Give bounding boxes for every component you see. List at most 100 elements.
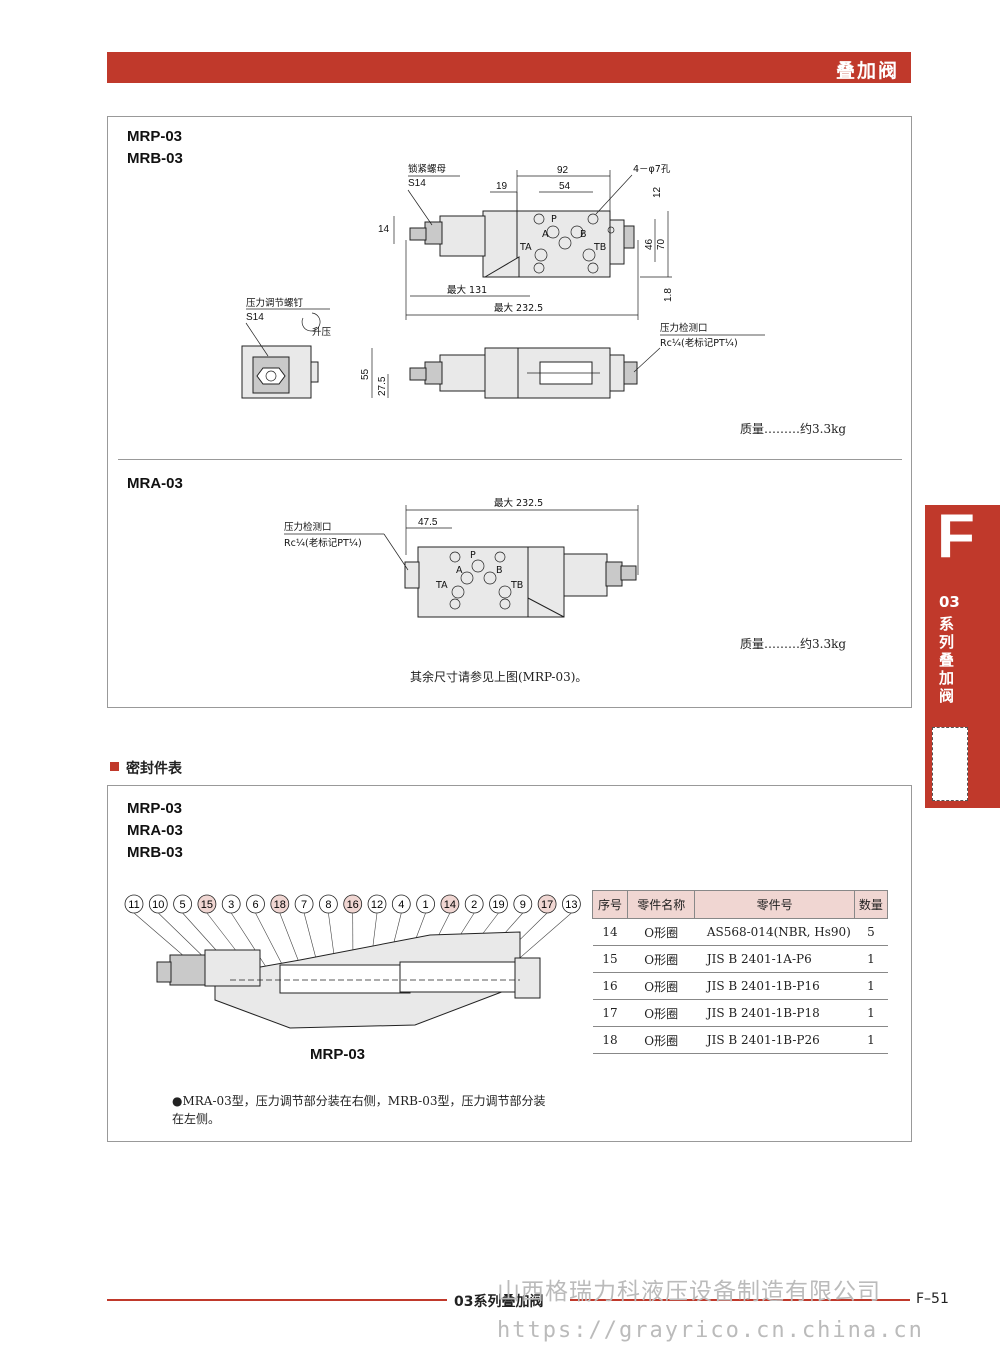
port-label: B: [496, 565, 503, 576]
callout-number: 12: [371, 899, 383, 911]
model-label: MRA-03: [127, 822, 183, 839]
assembly-note: ●MRA-03型，压力调节部分装在右侧，MRB-03型，压力调节部分装在左侧。: [172, 1094, 546, 1126]
gauge-port-label: 压力检测口: [660, 322, 708, 334]
mass-note: 质量………约3.3kg: [740, 637, 847, 651]
divider: [118, 459, 902, 460]
section-letter: F: [937, 502, 975, 571]
callout-number: 1: [423, 899, 429, 911]
dim-14: 14: [378, 224, 390, 235]
model-label: MRP-03: [127, 800, 183, 817]
gauge-port-label: 压力检测口: [284, 521, 332, 533]
dim-max232: 最大 232.5: [494, 302, 543, 314]
drawing-caption: MRP-03: [310, 1046, 366, 1063]
mrp-03-drawing: A B P TA TB 92 54 19 4－φ7孔 锁紧螺母 S14 14 7…: [241, 163, 765, 399]
valve-plan-view: [409, 347, 638, 399]
callout-leader: [255, 912, 286, 971]
footer-line-right: [570, 1299, 910, 1301]
callout-number: 16: [347, 899, 359, 911]
series-number: 03: [939, 593, 960, 611]
watermark-company: 山西格瑞力科液压设备制造有限公司: [497, 1279, 881, 1305]
valve-side-view: [241, 345, 319, 399]
callout-number: 19: [492, 899, 504, 911]
dim-46: 46: [644, 238, 655, 250]
dim-19: 19: [496, 181, 508, 192]
col-header: 零件名称: [627, 890, 696, 919]
page-number: F–51: [916, 1291, 949, 1307]
valve-section: [156, 931, 541, 1029]
callout-leader: [230, 912, 269, 971]
dim-54: 54: [559, 181, 571, 192]
model-label: MRP-03: [127, 128, 183, 145]
callout-number: 3: [228, 899, 234, 911]
mra-03-drawing: 最大 232.5 47.5 A B P TA TB 压力检测口 Rc¼(老标记P…: [284, 497, 639, 618]
port-label: TB: [593, 242, 606, 253]
rc-label: Rc¼(老标记PT¼): [284, 537, 362, 549]
col-header: 序号: [591, 890, 629, 919]
callout-number: 6: [252, 899, 258, 911]
lock-nut-label: 锁紧螺母: [408, 163, 446, 175]
port-label: TA: [519, 242, 532, 253]
port-label: A: [542, 229, 549, 240]
dim-47-5: 47.5: [418, 517, 438, 528]
col-header: 数量: [853, 890, 889, 919]
valve-front-view: [409, 210, 635, 278]
dim-1-8: 1.8: [663, 288, 674, 302]
callout-number: 10: [152, 899, 164, 911]
callout-number: 14: [444, 899, 456, 911]
watermark-url: https://grayrico.cn.china.cn: [497, 1318, 924, 1343]
callout-number: 17: [541, 899, 553, 911]
dim-s14-side: S14: [246, 312, 264, 323]
callout-number: 2: [471, 899, 477, 911]
dim-55: 55: [360, 368, 371, 380]
model-label: MRB-03: [127, 844, 183, 861]
port-label: P: [470, 550, 476, 561]
mass-note: 质量………约3.3kg: [740, 422, 847, 436]
seal-drawing: 11 10 5 15 3 6 18 7 8 16 12 4 1 14 2 19 9 17 13: [124, 894, 581, 1029]
port-label: TA: [435, 580, 448, 591]
bullet-square: [110, 762, 119, 771]
series-label: 系列叠加阀: [939, 615, 955, 705]
port-label: B: [580, 229, 587, 240]
dim-92: 92: [557, 165, 569, 176]
seal-heading: 密封件表: [126, 761, 182, 777]
callout-number: 7: [301, 899, 307, 911]
dim-70: 70: [656, 238, 667, 250]
callout-number: 9: [520, 899, 526, 911]
model-label: MRB-03: [127, 150, 183, 167]
callout-number: 18: [274, 899, 286, 911]
raise-label: 升压: [312, 327, 332, 338]
port-label: A: [456, 565, 463, 576]
dim-max232: 最大 232.5: [494, 497, 543, 509]
callout-number: 13: [565, 899, 577, 911]
adj-screw-label: 压力调节螺钉: [246, 297, 304, 309]
tab-marker: [932, 727, 968, 801]
footer-title: 03系列叠加阀: [454, 1294, 544, 1310]
dim-12: 12: [652, 186, 663, 198]
callout-number: 15: [201, 899, 213, 911]
callout-number: 11: [128, 899, 139, 911]
col-header: 零件号: [694, 890, 855, 919]
section-tab: F 03 系列叠加阀: [925, 502, 1000, 808]
callout-number: 8: [325, 899, 331, 911]
port-label: P: [551, 214, 557, 225]
callout-number: 5: [180, 899, 186, 911]
callout-number: 4: [398, 899, 404, 911]
ref-note: 其余尺寸请参见上图(MRP-03)。: [410, 670, 588, 684]
table-header-row: 序号 零件名称 零件号 数量: [591, 890, 889, 919]
dim-27-5: 27.5: [377, 376, 388, 396]
port-label: TB: [510, 580, 523, 591]
header-bar: 叠加阀: [107, 52, 911, 83]
model-label: MRA-03: [127, 475, 183, 492]
footer-line-left: [107, 1299, 447, 1301]
dim-s14: S14: [408, 178, 426, 189]
dim-holes: 4－φ7孔: [633, 164, 671, 175]
header-title: 叠加阀: [835, 60, 899, 82]
rc-label: Rc¼(老标记PT¼): [660, 337, 738, 349]
dim-max131: 最大 131: [447, 284, 487, 296]
